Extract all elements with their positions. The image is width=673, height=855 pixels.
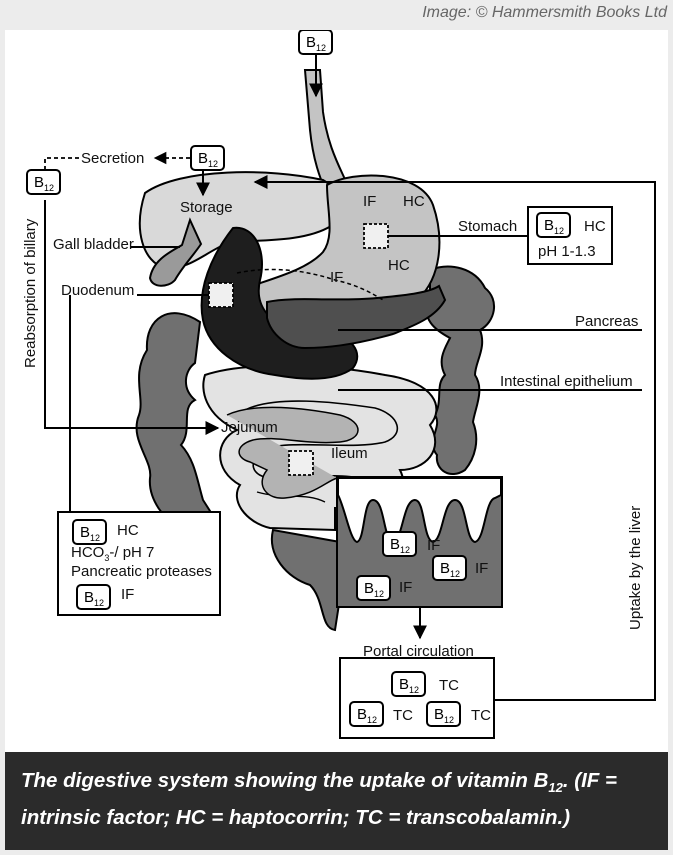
rectum bbox=[270, 528, 345, 632]
b12-badge-intake: B12 bbox=[298, 29, 333, 55]
ileum-dashed-square bbox=[288, 450, 314, 476]
svg-text:B12: B12 bbox=[80, 524, 100, 543]
b12-badge-portal-2: B12 bbox=[349, 701, 384, 727]
duodenum-if-label: IF bbox=[121, 586, 134, 603]
stomach-label: Stomach bbox=[458, 218, 517, 235]
svg-text:B12: B12 bbox=[390, 536, 410, 555]
jejunum-label: Jejunum bbox=[221, 419, 278, 436]
if-mid-label: IF bbox=[330, 269, 343, 286]
b12-badge-duodenum-hc: B12 bbox=[72, 519, 107, 545]
portal-tc-2: TC bbox=[393, 707, 413, 724]
hco3-label: HCO3-/ pH 7 bbox=[71, 544, 154, 563]
secretion-dashed-arrow bbox=[44, 157, 80, 170]
figure-caption: The digestive system showing the uptake … bbox=[5, 752, 668, 850]
svg-text:B12: B12 bbox=[84, 589, 104, 608]
caption-subscript: 12 bbox=[548, 780, 563, 796]
if-upper-label: IF bbox=[363, 193, 376, 210]
duodenum-hc-label: HC bbox=[117, 522, 139, 539]
b12-badge-duodenum-if: B12 bbox=[76, 584, 111, 610]
ileum-if-2: IF bbox=[475, 560, 488, 577]
secretion-label: Secretion bbox=[81, 150, 144, 167]
duodenum-callout bbox=[69, 294, 209, 512]
stomach-hc-label: HC bbox=[584, 218, 606, 235]
pancreas-label: Pancreas bbox=[575, 313, 638, 330]
gall-bladder bbox=[148, 217, 203, 287]
intestinal-epithelium-label: Intestinal epithelium bbox=[500, 373, 633, 390]
svg-text:B12: B12 bbox=[434, 706, 454, 725]
uptake-liver-label: Uptake by the liver bbox=[627, 506, 644, 630]
esophagus bbox=[303, 69, 352, 197]
proteases-label: Pancreatic proteases bbox=[71, 563, 212, 580]
svg-text:B12: B12 bbox=[306, 34, 326, 53]
b12-badge-stomach-box: B12 bbox=[536, 212, 571, 238]
b12-badge-ileum-2: B12 bbox=[432, 555, 467, 581]
svg-text:B12: B12 bbox=[34, 174, 54, 193]
svg-text:B12: B12 bbox=[544, 217, 564, 236]
reabsorption-line bbox=[44, 200, 220, 435]
svg-text:B12: B12 bbox=[198, 150, 218, 169]
duodenum-dashed-square bbox=[208, 282, 234, 308]
gall-bladder-label: Gall bladder bbox=[53, 236, 134, 253]
caption-text-rest: . (IF = intrinsic factor; HC = haptocorr… bbox=[21, 769, 617, 830]
pancreas-organ bbox=[266, 284, 447, 350]
hc-mid-label: HC bbox=[388, 257, 410, 274]
b12-badge-reabsorption: B12 bbox=[26, 169, 61, 195]
ileum-if-3: IF bbox=[399, 579, 412, 596]
image-credit: Image: © Hammersmith Books Ltd bbox=[422, 4, 667, 21]
large-intestine bbox=[135, 312, 219, 537]
hc-upper-label: HC bbox=[403, 193, 425, 210]
portal-circulation-label: Portal circulation bbox=[363, 643, 474, 660]
liver-uptake-line bbox=[253, 175, 656, 701]
stomach-dashed-square bbox=[363, 223, 389, 249]
svg-text:B12: B12 bbox=[399, 676, 419, 695]
b12-badge-portal-1: B12 bbox=[391, 671, 426, 697]
svg-text:B12: B12 bbox=[440, 560, 460, 579]
ileum-label: Ileum bbox=[331, 445, 368, 462]
colon-right bbox=[425, 265, 495, 475]
b12-badge-ileum-3: B12 bbox=[356, 575, 391, 601]
svg-text:B12: B12 bbox=[364, 580, 384, 599]
ileum-if-1: IF bbox=[427, 537, 440, 554]
b12-badge-secretion: B12 bbox=[190, 145, 225, 171]
stomach-dashed-line bbox=[236, 268, 384, 301]
stomach-ph-label: pH 1-1.3 bbox=[538, 243, 596, 260]
svg-text:B12: B12 bbox=[357, 706, 377, 725]
b12-badge-portal-3: B12 bbox=[426, 701, 461, 727]
reabsorption-label: Reabsorption of billary bbox=[22, 218, 39, 368]
storage-label: Storage bbox=[180, 199, 233, 216]
caption-text: The digestive system showing the uptake … bbox=[21, 769, 549, 792]
portal-tc-1: TC bbox=[439, 677, 459, 694]
duodenum-label: Duodenum bbox=[61, 282, 134, 299]
b12-badge-ileum-1: B12 bbox=[382, 531, 417, 557]
portal-tc-3: TC bbox=[471, 707, 491, 724]
